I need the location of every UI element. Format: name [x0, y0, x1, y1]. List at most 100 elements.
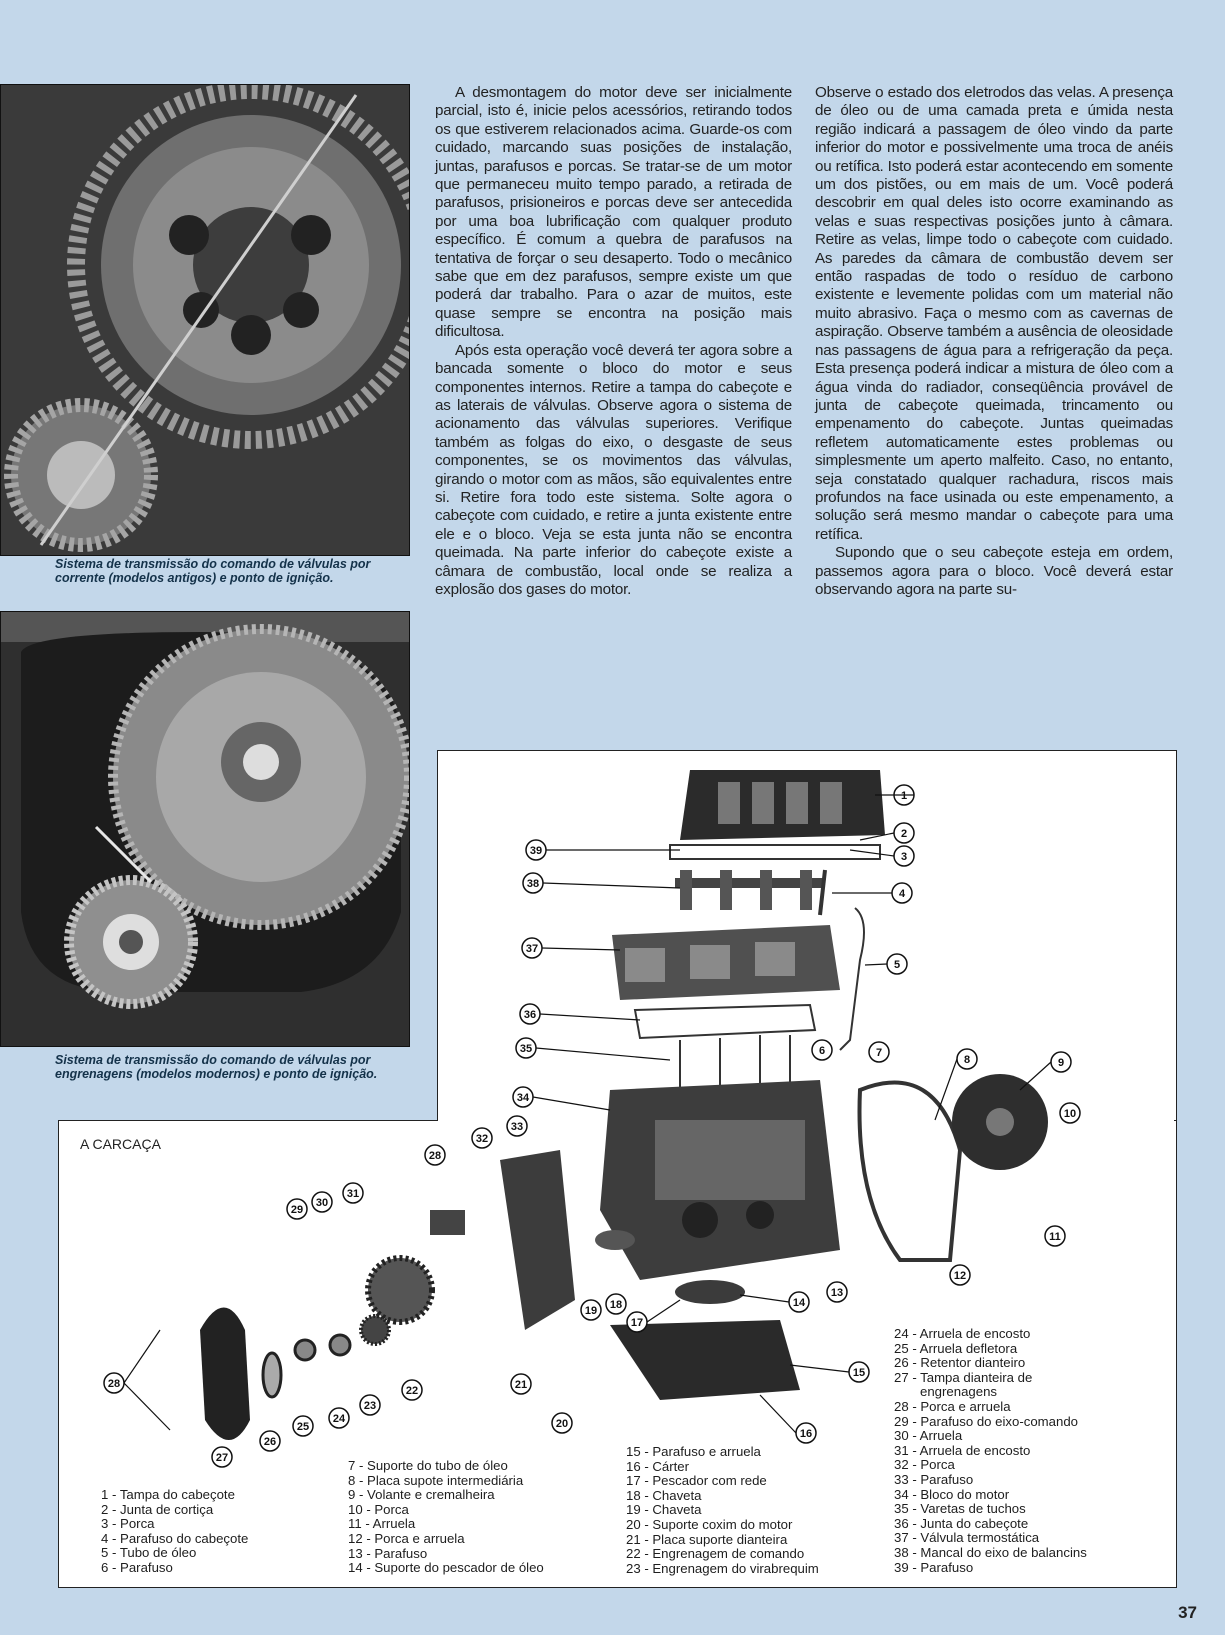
- legend-item: 1 - Tampa do cabeçote: [101, 1487, 235, 1502]
- svg-text:9: 9: [1058, 1057, 1064, 1069]
- svg-text:35: 35: [520, 1043, 532, 1055]
- svg-text:32: 32: [476, 1133, 488, 1145]
- svg-text:13: 13: [831, 1287, 843, 1299]
- legend-item: 36 - Junta do cabeçote: [894, 1515, 1029, 1531]
- svg-text:8: 8: [964, 1054, 970, 1066]
- svg-text:7: 7: [876, 1047, 882, 1059]
- svg-text:4: 4: [899, 888, 906, 900]
- legend-item: 15 - Parafuso e arruela: [626, 1444, 761, 1459]
- svg-text:1: 1: [901, 790, 907, 802]
- svg-text:19: 19: [585, 1305, 597, 1317]
- legend-item: 11 - Arruela: [348, 1516, 416, 1532]
- legend-column-2: 7 - Suporte do tubo de óleo 8 - Placa su…: [348, 1458, 544, 1576]
- svg-text:34: 34: [517, 1092, 530, 1104]
- legend-item: 9 - Volante e cremalheira: [348, 1487, 495, 1503]
- svg-text:11: 11: [1049, 1231, 1061, 1243]
- legend-item: 30 - Arruela: [894, 1428, 963, 1444]
- svg-text:14: 14: [793, 1297, 806, 1309]
- legend-item: 17 - Pescador com rede: [626, 1473, 767, 1489]
- legend-column-1: 1 - Tampa do cabeçote 2 - Junta de corti…: [101, 1487, 249, 1576]
- legend-item: 35 - Varetas de tuchos: [894, 1501, 1026, 1517]
- svg-text:20: 20: [556, 1418, 568, 1430]
- svg-text:23: 23: [364, 1400, 376, 1412]
- diagram-title: A CARCAÇA: [80, 1136, 161, 1152]
- svg-text:16: 16: [800, 1428, 812, 1440]
- legend-item: 6 - Parafuso: [101, 1559, 173, 1575]
- svg-text:39: 39: [530, 845, 542, 857]
- svg-text:27: 27: [216, 1452, 228, 1464]
- svg-text:24: 24: [333, 1413, 346, 1425]
- legend-item: 37 - Válvula termostática: [894, 1530, 1040, 1546]
- legend-item: 5 - Tubo de óleo: [101, 1545, 197, 1561]
- legend-item: 14 - Suporte do pescador de óleo: [348, 1560, 544, 1576]
- legend-item: 13 - Parafuso: [348, 1545, 428, 1561]
- legend-item: 24 - Arruela de encosto: [894, 1326, 1031, 1341]
- article-column-1: A desmontagem do motor deve ser inicialm…: [435, 84, 792, 599]
- svg-text:2: 2: [901, 828, 907, 840]
- legend-item: engrenagens: [920, 1384, 997, 1400]
- svg-text:37: 37: [526, 943, 538, 955]
- page-number: 37: [1178, 1603, 1197, 1622]
- legend-item: 38 - Mancal do eixo de balancins: [894, 1544, 1087, 1560]
- legend-item: 10 - Porca: [348, 1501, 409, 1517]
- legend-item: 7 - Suporte do tubo de óleo: [348, 1458, 508, 1473]
- svg-text:29: 29: [291, 1204, 303, 1216]
- svg-text:17: 17: [631, 1317, 643, 1329]
- legend-item: 34 - Bloco do motor: [894, 1486, 1010, 1502]
- svg-text:33: 33: [511, 1121, 523, 1133]
- legend-item: 21 - Placa suporte dianteira: [626, 1531, 788, 1547]
- legend-item: 18 - Chaveta: [626, 1487, 702, 1503]
- svg-text:12: 12: [954, 1270, 966, 1282]
- svg-text:38: 38: [527, 878, 539, 890]
- legend-item: 25 - Arruela defletora: [894, 1340, 1018, 1356]
- legend-item: 29 - Parafuso do eixo-comando: [894, 1413, 1079, 1429]
- legend-column-4: 24 - Arruela de encosto 25 - Arruela def…: [894, 1326, 1087, 1575]
- legend-item: 20 - Suporte coxim do motor: [626, 1516, 793, 1532]
- svg-text:26: 26: [264, 1436, 276, 1448]
- legend-item: 12 - Porca e arruela: [348, 1530, 465, 1546]
- legend-item: 23 - Engrenagem do virabrequim: [626, 1560, 819, 1576]
- svg-text:31: 31: [347, 1188, 359, 1200]
- gear-drive-illustration: [1, 612, 409, 1046]
- article-paragraph: Observe o estado dos eletrodos das velas…: [815, 84, 1173, 543]
- svg-text:21: 21: [515, 1379, 527, 1391]
- legend-item: 33 - Parafuso: [894, 1471, 974, 1487]
- legend-item: 39 - Parafuso: [894, 1559, 974, 1575]
- legend-item: 4 - Parafuso do cabeçote: [101, 1530, 249, 1546]
- legend-item: 19 - Chaveta: [626, 1502, 702, 1518]
- article-paragraph: Após esta operação você deverá ter agora…: [435, 341, 792, 598]
- svg-text:10: 10: [1064, 1108, 1076, 1120]
- legend-item: 31 - Arruela de encosto: [894, 1442, 1031, 1458]
- gear-drive-caption: Sistema de transmissão do comando de vál…: [55, 1053, 378, 1081]
- article-column-2: Observe o estado dos eletrodos das velas…: [815, 84, 1173, 599]
- svg-text:28: 28: [108, 1378, 120, 1390]
- article-paragraph: Supondo que o seu cabeçote esteja em ord…: [815, 544, 1173, 598]
- legend-item: 16 - Cárter: [626, 1458, 690, 1474]
- legend-item: 22 - Engrenagem de comando: [626, 1546, 805, 1562]
- legend-item: 8 - Placa supote intermediária: [348, 1472, 524, 1488]
- svg-text:6: 6: [819, 1045, 825, 1057]
- legend-item: 26 - Retentor dianteiro: [894, 1355, 1026, 1371]
- legend-item: 3 - Porca: [101, 1516, 155, 1532]
- legend-item: 32 - Porca: [894, 1457, 955, 1473]
- gear-drive-photo: [0, 611, 410, 1047]
- chain-drive-illustration: [1, 85, 409, 555]
- svg-text:18: 18: [610, 1299, 622, 1311]
- chain-drive-caption: Sistema de transmissão do comando de vál…: [55, 557, 371, 585]
- svg-text:28: 28: [429, 1150, 441, 1162]
- svg-text:25: 25: [297, 1421, 309, 1433]
- legend-item: 27 - Tampa dianteira de: [894, 1369, 1033, 1385]
- article-paragraph: A desmontagem do motor deve ser inicialm…: [435, 84, 792, 341]
- legend-item: 2 - Junta de cortiça: [101, 1501, 214, 1517]
- svg-text:5: 5: [894, 959, 900, 971]
- legend-item: 28 - Porca e arruela: [894, 1398, 1011, 1414]
- chain-drive-photo: [0, 84, 410, 556]
- svg-text:15: 15: [853, 1367, 865, 1379]
- legend-column-3: 15 - Parafuso e arruela 16 - Cárter 17 -…: [626, 1444, 819, 1576]
- svg-text:30: 30: [316, 1197, 328, 1209]
- svg-text:3: 3: [901, 851, 907, 863]
- svg-text:36: 36: [524, 1009, 536, 1021]
- svg-text:22: 22: [406, 1385, 418, 1397]
